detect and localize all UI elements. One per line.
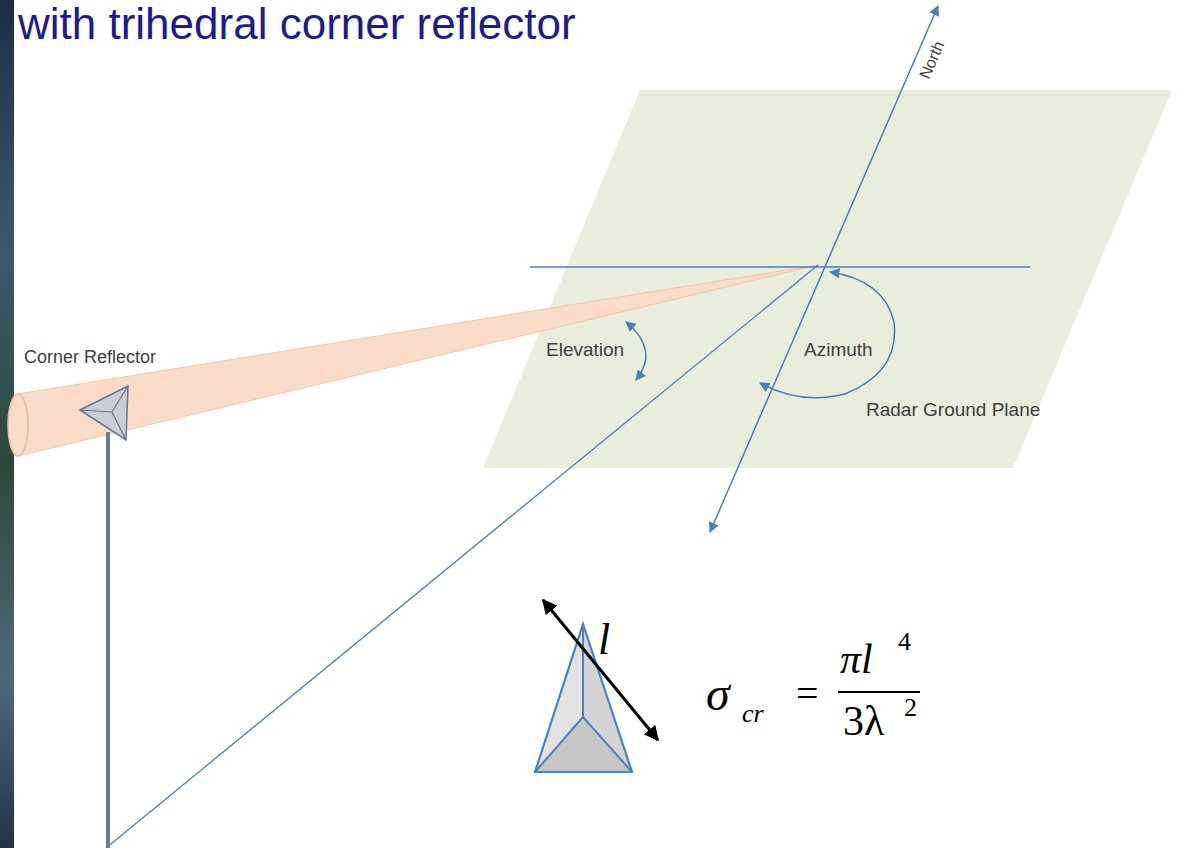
reflector-icon — [80, 386, 128, 440]
ground-plane — [483, 90, 1172, 468]
trihedral-figure — [535, 624, 632, 772]
dimension-arrow — [543, 600, 658, 740]
formula-denominator: 3λ — [843, 698, 884, 744]
pole — [106, 432, 110, 848]
formula-subscript: cr — [742, 700, 764, 729]
azimuth-arc — [760, 272, 895, 398]
formula-exponent: 2 — [904, 694, 917, 723]
formula-exponent: 4 — [898, 628, 911, 657]
radar-beam — [18, 265, 818, 456]
formula-symbol: σ — [706, 668, 730, 721]
slide-title: with trihedral corner reflector — [18, 0, 576, 48]
angle-label: Azimuth — [804, 340, 873, 361]
dimension-label: l — [598, 616, 610, 664]
horizon-line — [530, 266, 1030, 267]
north-axis — [710, 6, 938, 532]
object-label: Corner Reflector — [24, 348, 156, 368]
angle-label: Elevation — [546, 340, 624, 361]
beam-end — [8, 394, 28, 456]
formula-numerator: πl — [840, 636, 873, 682]
elevation-arc — [626, 322, 646, 380]
plane-label: Radar Ground Plane — [866, 400, 1040, 421]
sight-line — [106, 265, 818, 848]
axis-label: North — [915, 36, 949, 84]
formula-operator: = — [796, 672, 819, 716]
fraction-bar — [838, 691, 920, 693]
